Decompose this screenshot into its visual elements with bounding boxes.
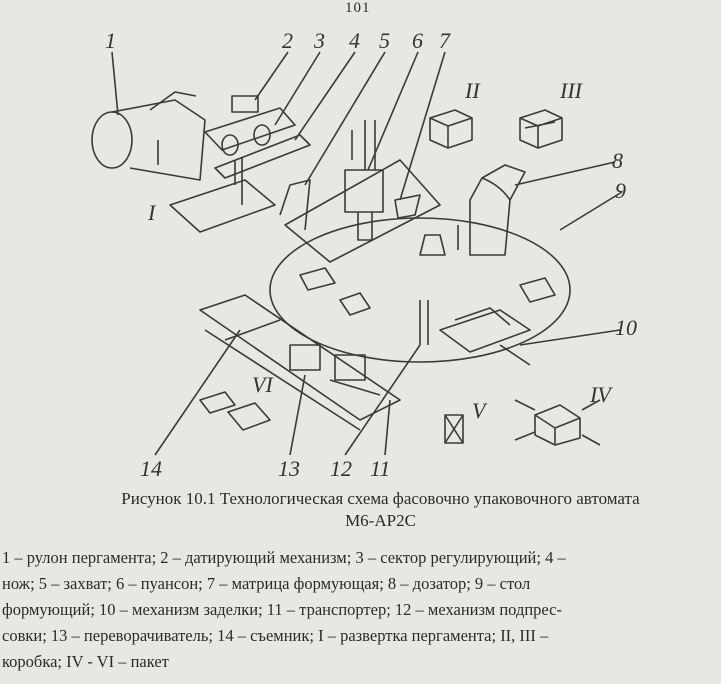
- label-iii: III: [559, 78, 584, 103]
- caption-line-2: М6-АР2С: [345, 511, 416, 530]
- legend-line-1: 1 – рулон пергамента; 2 – датирующий мех…: [2, 548, 566, 567]
- label-3: 3: [313, 28, 325, 53]
- box-ii: [429, 109, 473, 149]
- label-4: 4: [349, 28, 360, 53]
- parchment-roll: [91, 111, 133, 169]
- label-v: V: [472, 398, 488, 423]
- label-6: 6: [412, 28, 423, 53]
- label-13: 13: [278, 456, 300, 481]
- label-vi: VI: [252, 372, 274, 397]
- conveyor: [199, 294, 401, 421]
- label-9: 9: [615, 178, 626, 203]
- box-iii: [519, 109, 563, 149]
- label-2: 2: [282, 28, 293, 53]
- upper-platform: [284, 159, 441, 263]
- page-number: 101: [345, 0, 371, 16]
- legend-line-5: коробка; IV - VI – пакет: [2, 652, 169, 671]
- technological-scheme-figure: 1 2 3 4 5 6 7 8 9 10 11 12 13 14 I II II…: [91, 28, 637, 481]
- label-7: 7: [439, 28, 451, 53]
- label-12: 12: [330, 456, 352, 481]
- label-10: 10: [615, 315, 637, 340]
- forming-table: [269, 217, 571, 363]
- label-ii: II: [464, 78, 481, 103]
- legend-line-4: совки; 13 – переворачиватель; 14 – съемн…: [2, 626, 549, 645]
- label-14: 14: [140, 456, 162, 481]
- label-11: 11: [370, 456, 390, 481]
- figure-legend: 1 – рулон пергамента; 2 – датирующий мех…: [2, 545, 721, 675]
- label-i: I: [147, 200, 157, 225]
- package-vi: [227, 402, 271, 431]
- label-iv: IV: [589, 382, 613, 407]
- punch: [344, 169, 384, 213]
- label-5: 5: [379, 28, 390, 53]
- caption-line-1: Рисунок 10.1 Технологическая схема фасов…: [121, 489, 640, 508]
- legend-line-3: формующий; 10 – механизм заделки; 11 – т…: [2, 600, 562, 619]
- package-iv: [534, 404, 581, 446]
- doser: [469, 164, 526, 256]
- legend-line-2: нож; 5 – захват; 6 – пуансон; 7 – матриц…: [2, 574, 531, 593]
- label-1: 1: [105, 28, 116, 53]
- parchment-blank: [169, 179, 276, 233]
- figure-caption: Рисунок 10.1 Технологическая схема фасов…: [0, 488, 721, 532]
- label-8: 8: [612, 148, 623, 173]
